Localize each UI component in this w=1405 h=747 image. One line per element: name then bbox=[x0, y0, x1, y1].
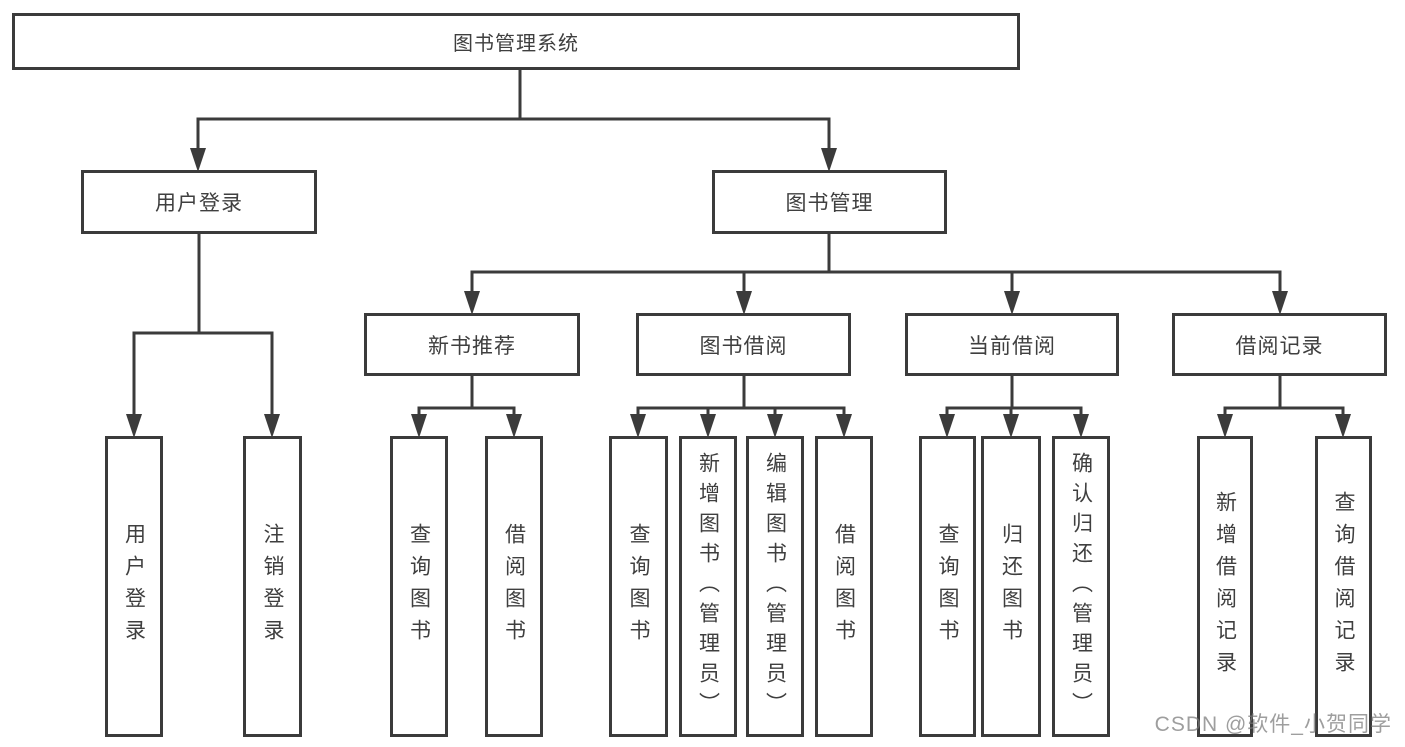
node-leaf-borrow-book-label: 借阅图书 bbox=[832, 522, 856, 651]
node-leaf-edit-book-admin: 编辑图书（管理员） bbox=[746, 436, 804, 737]
connector-book-borrow-rail bbox=[636, 406, 846, 416]
node-new-book-recommend-label: 新书推荐 bbox=[428, 334, 516, 358]
node-book-borrowing-label: 图书借阅 bbox=[699, 334, 788, 358]
node-book-management: 图书管理 bbox=[712, 170, 947, 234]
node-current-borrowing: 当前借阅 bbox=[905, 313, 1119, 376]
node-user-login-label: 用户登录 bbox=[155, 192, 243, 215]
node-leaf-recommend-borrow-books: 借阅图书 bbox=[485, 436, 543, 737]
node-leaf-return-book-label: 归还图书 bbox=[999, 522, 1023, 651]
node-leaf-user-login: 用户登录 bbox=[105, 436, 163, 737]
node-leaf-current-query-books-label: 查询图书 bbox=[936, 522, 959, 651]
node-root-label: 图书管理系统 bbox=[453, 33, 579, 55]
node-root: 图书管理系统 bbox=[12, 13, 1020, 70]
node-leaf-logout-login-label: 注销登录 bbox=[261, 522, 284, 651]
node-book-borrowing: 图书借阅 bbox=[636, 313, 851, 376]
node-book-management-label: 图书管理 bbox=[785, 192, 874, 215]
node-leaf-recommend-borrow-books-label: 借阅图书 bbox=[502, 522, 526, 651]
node-leaf-recommend-query-books-label: 查询图书 bbox=[407, 522, 431, 651]
node-borrowing-records: 借阅记录 bbox=[1172, 313, 1387, 376]
node-leaf-logout-login: 注销登录 bbox=[243, 436, 302, 737]
node-leaf-current-query-books: 查询图书 bbox=[919, 436, 976, 737]
arrowheads bbox=[126, 148, 1351, 438]
node-leaf-user-login-label: 用户登录 bbox=[122, 522, 146, 651]
node-leaf-confirm-return-admin: 确认归还（管理员） bbox=[1052, 436, 1110, 737]
node-leaf-add-borrow-record: 新增借阅记录 bbox=[1197, 436, 1253, 737]
node-leaf-confirm-return-admin-label: 确认归还（管理员） bbox=[1069, 451, 1093, 722]
node-leaf-query-borrow-record: 查询借阅记录 bbox=[1315, 436, 1372, 737]
node-leaf-edit-book-admin-label: 编辑图书（管理员） bbox=[763, 451, 787, 722]
csdn-watermark: CSDN @软件_小贺同学 bbox=[1154, 713, 1392, 736]
connector-borrow-records-rail bbox=[1223, 406, 1345, 416]
node-leaf-query-borrow-record-label: 查询借阅记录 bbox=[1332, 490, 1355, 683]
node-leaf-borrow-book: 借阅图书 bbox=[815, 436, 873, 737]
connector-root-rail bbox=[196, 117, 831, 152]
node-leaf-borrowing-query-books-label: 查询图书 bbox=[627, 522, 650, 651]
connector-new-book-rail bbox=[417, 406, 516, 416]
node-current-borrowing-label: 当前借阅 bbox=[968, 334, 1056, 358]
connector-user-login-rail bbox=[132, 331, 274, 417]
node-leaf-borrowing-query-books: 查询图书 bbox=[609, 436, 668, 737]
connector-book-mgmt-rail bbox=[470, 270, 1282, 294]
node-borrowing-records-label: 借阅记录 bbox=[1235, 334, 1324, 358]
node-leaf-recommend-query-books: 查询图书 bbox=[390, 436, 448, 737]
node-leaf-add-book-admin: 新增图书（管理员） bbox=[679, 436, 737, 737]
node-new-book-recommend: 新书推荐 bbox=[364, 313, 580, 376]
node-leaf-add-book-admin-label: 新增图书（管理员） bbox=[696, 451, 720, 722]
node-leaf-add-borrow-record-label: 新增借阅记录 bbox=[1213, 490, 1237, 683]
node-user-login: 用户登录 bbox=[81, 170, 317, 234]
connector-current-borrow-rail bbox=[945, 406, 1083, 416]
node-leaf-return-book: 归还图书 bbox=[981, 436, 1041, 737]
